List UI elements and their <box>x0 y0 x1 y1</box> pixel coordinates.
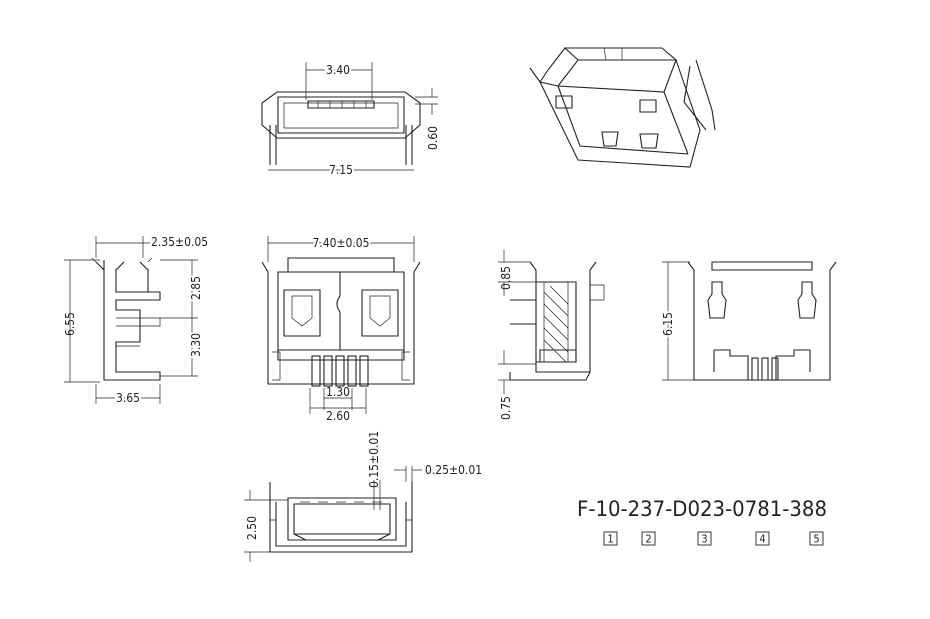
index-box-5-label: 5 <box>813 533 819 546</box>
dim-top-width: 7.15 <box>329 163 353 177</box>
dim-bottom-pin: 0.15±0.01 <box>367 431 381 488</box>
side-view: 2.35±0.05 6.55 2.85 3.30 3.65 <box>63 235 208 407</box>
dim-front-inner: 1.30 <box>326 385 350 399</box>
dim-front-outer: 2.60 <box>326 409 350 423</box>
index-box-4-label: 4 <box>759 533 765 546</box>
dim-side-height: 6.55 <box>63 312 77 336</box>
part-number: F-10-237-D023-0781-388 <box>577 497 827 521</box>
index-box-4: 4 <box>755 531 770 546</box>
index-box-3: 3 <box>697 531 712 546</box>
dim-section-top: 0.85 <box>499 266 513 290</box>
dim-side-top: 2.35±0.05 <box>151 235 208 249</box>
index-box-5: 5 <box>809 531 824 546</box>
dim-rear-height: 6.15 <box>661 312 675 336</box>
dim-section-bottom: 0.75 <box>499 396 513 420</box>
dim-bottom-thk: 0.25±0.01 <box>425 463 482 477</box>
part-number-block: F-10-237-D023-0781-388 1 2 3 4 5 <box>577 497 827 546</box>
isometric-view <box>529 47 716 168</box>
dim-side-lower: 3.30 <box>189 333 203 357</box>
section-view: 0.85 0.75 <box>498 250 605 420</box>
dim-bottom-height: 2.50 <box>245 516 259 540</box>
dim-top-depth: 0.60 <box>426 126 440 150</box>
index-box-3-label: 3 <box>701 533 707 546</box>
dim-side-width: 3.65 <box>116 391 140 405</box>
index-box-2: 2 <box>641 531 656 546</box>
top-view: 3.40 7.15 0.60 <box>261 61 440 179</box>
dim-side-upper: 2.85 <box>189 276 203 300</box>
rear-view: 6.15 <box>659 261 837 381</box>
index-box-1-label: 1 <box>607 533 613 546</box>
index-box-1: 1 <box>603 531 618 546</box>
bottom-view: 2.50 0.15±0.01 0.25±0.01 <box>244 431 482 562</box>
dim-top-pitch: 3.40 <box>326 63 350 77</box>
dim-front-width: 7.40±0.05 <box>312 236 369 250</box>
index-box-2-label: 2 <box>645 533 651 546</box>
front-view: 7.40±0.05 1.30 2.60 <box>261 234 421 423</box>
